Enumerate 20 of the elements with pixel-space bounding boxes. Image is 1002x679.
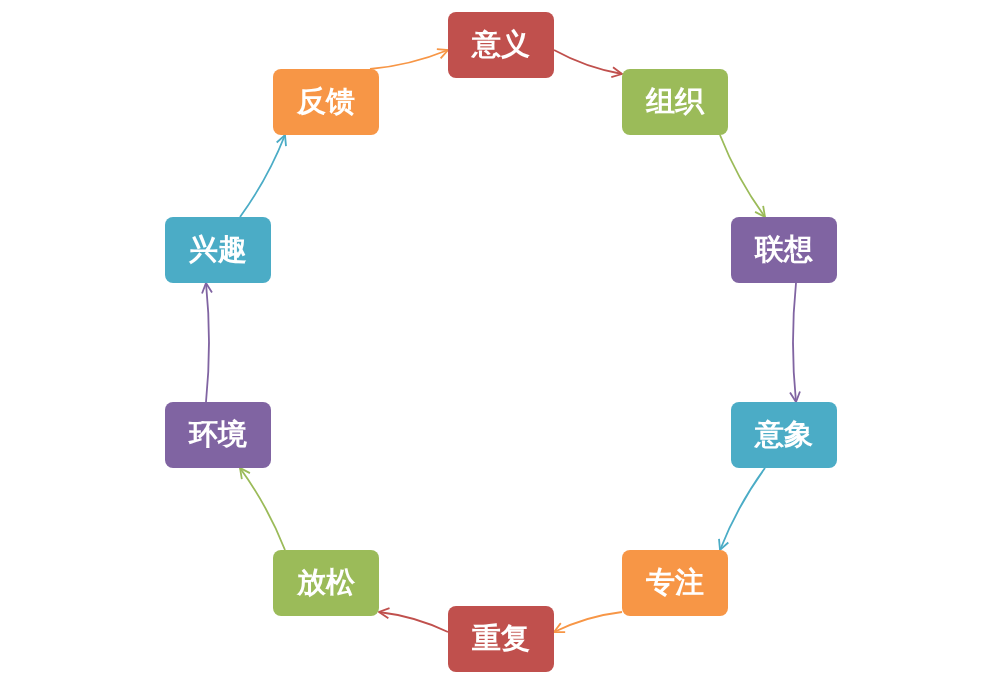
process-box: 专注 xyxy=(622,550,728,616)
arrow xyxy=(239,134,287,218)
process-box: 环境 xyxy=(165,402,271,468)
process-box: 意义 xyxy=(448,12,554,78)
arrow xyxy=(789,282,801,403)
arrow xyxy=(378,607,449,633)
process-box: 意象 xyxy=(731,402,837,468)
arrow xyxy=(201,282,213,403)
arrow xyxy=(719,134,766,218)
process-box: 重复 xyxy=(448,606,554,672)
process-box: 组织 xyxy=(622,69,728,135)
process-box: 放松 xyxy=(273,550,379,616)
arrow xyxy=(718,467,766,551)
process-box: 反馈 xyxy=(273,69,379,135)
arrow xyxy=(369,48,449,70)
process-box: 联想 xyxy=(731,217,837,283)
arrow xyxy=(239,467,286,551)
arrow xyxy=(553,49,623,78)
arrow xyxy=(553,611,623,634)
process-box: 兴趣 xyxy=(165,217,271,283)
